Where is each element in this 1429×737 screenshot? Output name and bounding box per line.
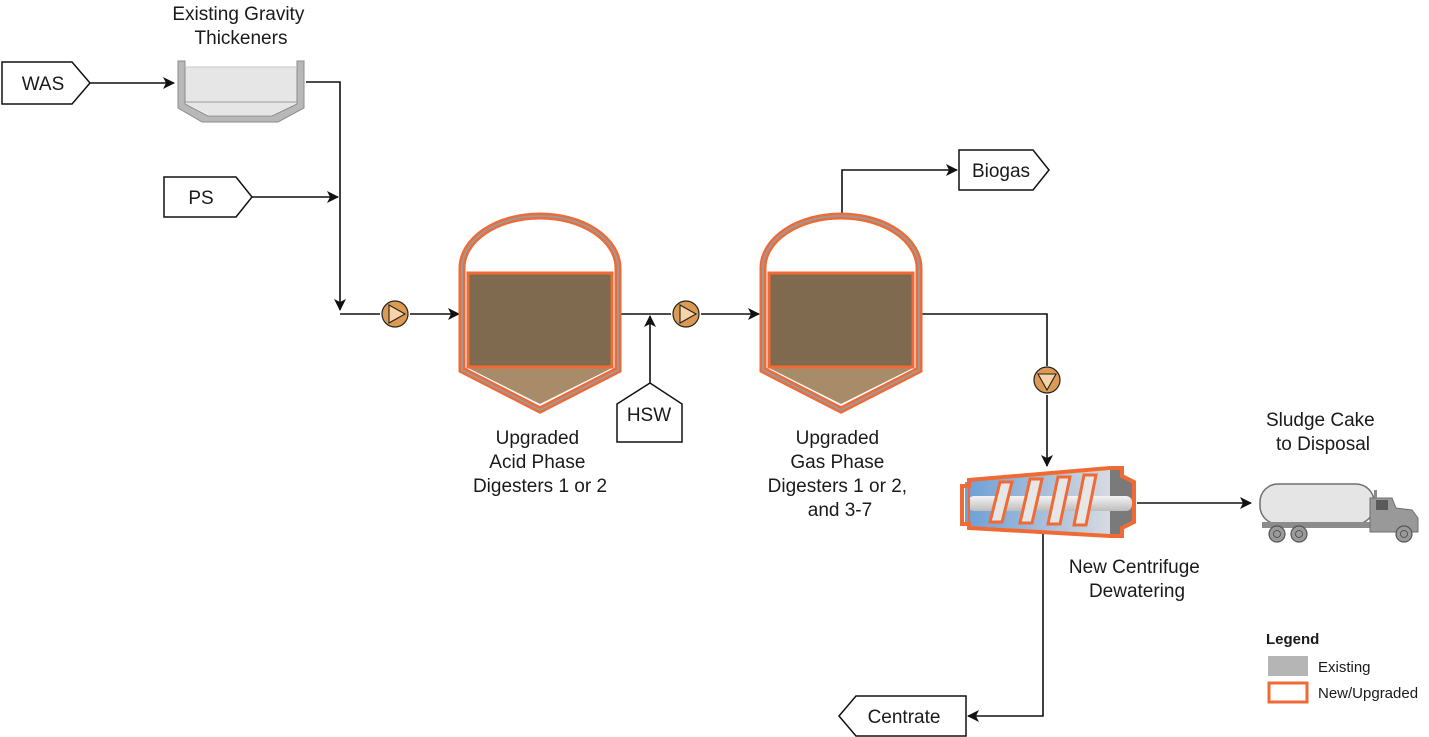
ps-tag: PS [163,176,253,218]
thickener-label: Existing Gravity Thickeners [172,4,309,49]
legend-swatch-new [1267,681,1309,704]
hsw-tag: HSW [616,382,683,443]
acid-digester-label: Upgraded Acid Phase Digesters 1 or 2 [473,428,607,497]
thickener-outflow-line [306,81,346,311]
legend: Legend Existing New/Upgraded [1266,631,1418,704]
acid-phase-digester [458,212,622,414]
digested-outflow-line-a [921,313,1048,366]
flow-lines [90,77,1252,722]
was-label: WAS [22,74,65,95]
legend-label-new: New/Upgraded [1318,685,1418,702]
gravity-thickener [177,60,305,123]
hsw-label: HSW [627,405,671,426]
centrifuge-label: New Centrifuge Dewatering [1069,557,1205,602]
gas-phase-digester [759,212,923,414]
pump-icon [381,300,409,328]
tanker-truck-icon [1259,483,1419,543]
centrate-tag: Centrate [838,695,967,737]
pump-icon [672,300,700,328]
centrate-label: Centrate [868,707,941,728]
centrifuge [960,466,1136,538]
ps-label: PS [188,188,213,209]
legend-title: Legend [1266,631,1319,648]
biogas-line [841,164,958,216]
biogas-label: Biogas [972,161,1030,182]
disposal-label: Sludge Cake to Disposal [1266,410,1380,455]
was-tag: WAS [1,61,91,105]
centrate-line [967,532,1044,722]
gas-digester-label: Upgraded Gas Phase Digesters 1 or 2, and… [768,428,913,521]
legend-swatch-existing [1268,656,1308,676]
legend-label-existing: Existing [1318,659,1371,676]
pump-icon [1033,366,1061,394]
biogas-tag: Biogas [958,149,1050,191]
